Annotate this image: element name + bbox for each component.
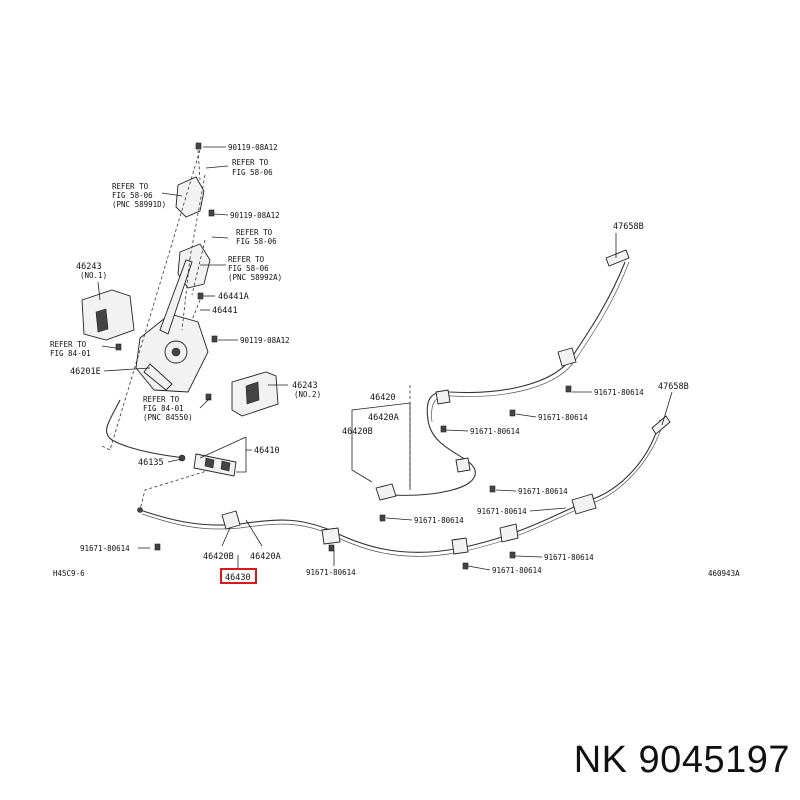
label-code-left: H45C9-6 xyxy=(53,569,85,578)
cover-46243-no1 xyxy=(81,289,135,341)
clamp-mid-2 xyxy=(451,537,469,555)
label-91671-8: 91671-80614 xyxy=(492,566,542,575)
rear-cable-46430 xyxy=(139,419,661,553)
label-refer-left-a: REFER TO xyxy=(112,182,149,191)
label-top-bolt: 90119-08A12 xyxy=(228,143,278,152)
guide-line-b xyxy=(191,239,206,321)
label-46243-left: 46243 xyxy=(76,262,102,272)
label-91671-1: 91671-80614 xyxy=(594,388,644,397)
bolts xyxy=(115,142,572,570)
label-refer-mid-a: REFER TO xyxy=(236,228,273,237)
label-refer-top-b: FIG 58-06 xyxy=(232,168,273,177)
label-refer-mid2-a: REFER TO xyxy=(228,255,265,264)
label-refer-84b-c: (PNC 84550) xyxy=(143,413,193,422)
label-46201e: 46201E xyxy=(70,367,101,377)
clamp-46420-upper xyxy=(375,483,397,501)
label-47658b-right: 47658B xyxy=(658,382,689,392)
front-cable xyxy=(106,399,186,459)
label-46420: 46420 xyxy=(370,393,396,403)
label-refer-84b-a: REFER TO xyxy=(143,395,180,404)
label-refer-mid2-c: (PNC 58992A) xyxy=(228,273,282,282)
clamp-upper-3 xyxy=(455,457,471,473)
clamp-mid-1 xyxy=(321,527,341,545)
label-refer-mid-b: FIG 58-06 xyxy=(236,237,277,246)
label-46243-right: 46243 xyxy=(292,381,318,391)
label-refer-84-b: FIG 84-01 xyxy=(50,349,91,358)
cable-upper-right xyxy=(389,261,626,496)
label-refer-left-c: (PNC 58991D) xyxy=(112,200,166,209)
label-refer-left-b: FIG 58-06 xyxy=(112,191,153,200)
leader-lines xyxy=(97,146,673,571)
label-91671-5: 91671-80614 xyxy=(477,507,527,516)
label-47658b-top: 47658B xyxy=(613,222,644,232)
label-46441: 46441 xyxy=(212,306,238,316)
brake-lever-assembly xyxy=(135,176,211,393)
guide-line-a xyxy=(181,149,206,331)
label-91671-2: 91671-80614 xyxy=(538,413,588,422)
cover-46243-no2 xyxy=(231,371,279,417)
label-90119-low: 90119-08A12 xyxy=(240,336,290,345)
label-46135: 46135 xyxy=(138,458,164,468)
label-91671-10: 91671-80614 xyxy=(80,544,130,553)
label-refer-top-a: REFER TO xyxy=(232,158,269,167)
part-labels: 90119-08A12 REFER TO FIG 58-06 REFER TO … xyxy=(50,143,740,583)
label-46243-left-sub: (NO.1) xyxy=(80,271,107,280)
product-code-label: NK 9045197 xyxy=(573,739,790,781)
label-46243-right-sub: (NO.2) xyxy=(294,390,321,399)
label-91671-3: 91671-80614 xyxy=(470,427,520,436)
guide-line-c xyxy=(99,149,201,451)
clamp-right-1 xyxy=(571,493,597,515)
label-46420b-box: 46420B xyxy=(342,427,373,437)
label-refer-84b-b: FIG 84-01 xyxy=(143,404,184,413)
label-91671-4: 91671-80614 xyxy=(518,487,568,496)
label-46410: 46410 xyxy=(254,446,280,456)
label-91671-9: 91671-80614 xyxy=(306,568,356,577)
guide-line-d xyxy=(139,469,211,511)
label-46420a-box: 46420A xyxy=(368,413,399,423)
label-46420a-low: 46420A xyxy=(250,552,281,562)
cable-end-47658b-right xyxy=(651,415,671,435)
label-code-right: 460943A xyxy=(708,569,740,578)
label-refer-mid2-b: FIG 58-06 xyxy=(228,264,269,273)
label-refer-84-a: REFER TO xyxy=(50,340,87,349)
label-46420b-low: 46420B xyxy=(203,552,234,562)
clamp-upper-1 xyxy=(557,347,577,367)
highlight-box-46430 xyxy=(220,568,257,584)
label-46430: 46430 xyxy=(225,573,251,583)
label-91671-6: 91671-80614 xyxy=(414,516,464,525)
clamp-upper-2 xyxy=(435,389,451,405)
cable-end-47658b-top xyxy=(605,249,630,267)
label-91671-7: 91671-80614 xyxy=(544,553,594,562)
clamp-mid-3 xyxy=(499,523,519,543)
label-46441a: 46441A xyxy=(218,292,249,302)
label-mid-bolt: 90119-08A12 xyxy=(230,211,280,220)
equalizer-46410 xyxy=(193,453,237,477)
clamp-46420a-low xyxy=(221,510,241,530)
